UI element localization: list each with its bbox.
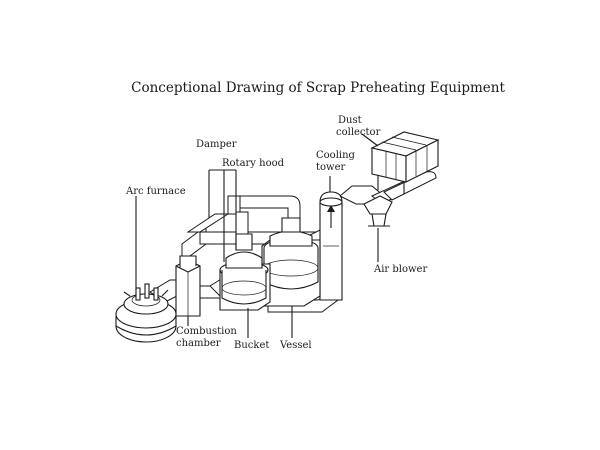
bucket <box>219 261 271 311</box>
combustion-chamber <box>175 255 201 317</box>
label-cooling-tower-line2: tower <box>316 162 346 173</box>
label-combustion-chamber-line2: chamber <box>176 338 221 349</box>
vessel <box>261 217 321 307</box>
label-arc-furnace: Arc furnace <box>125 186 186 197</box>
label-bucket: Bucket <box>234 340 269 351</box>
dust-collector <box>370 131 440 194</box>
label-dust-collector-line1: Dust <box>338 115 362 126</box>
label-rotary-hood: Rotary hood <box>222 158 285 169</box>
label-cooling-tower-line1: Cooling <box>316 150 356 161</box>
arc-furnace <box>115 283 177 343</box>
cooling-tower <box>319 191 343 301</box>
label-damper: Damper <box>196 139 237 150</box>
diagram-title: Conceptional Drawing of Scrap Preheating… <box>131 80 505 96</box>
leader-lines <box>135 133 379 338</box>
label-vessel: Vessel <box>279 340 312 351</box>
air-blower <box>363 195 393 227</box>
label-combustion-chamber-line1: Combustion <box>176 326 237 337</box>
label-air-blower: Air blower <box>373 264 427 275</box>
label-dust-collector-line2: collector <box>336 127 381 138</box>
